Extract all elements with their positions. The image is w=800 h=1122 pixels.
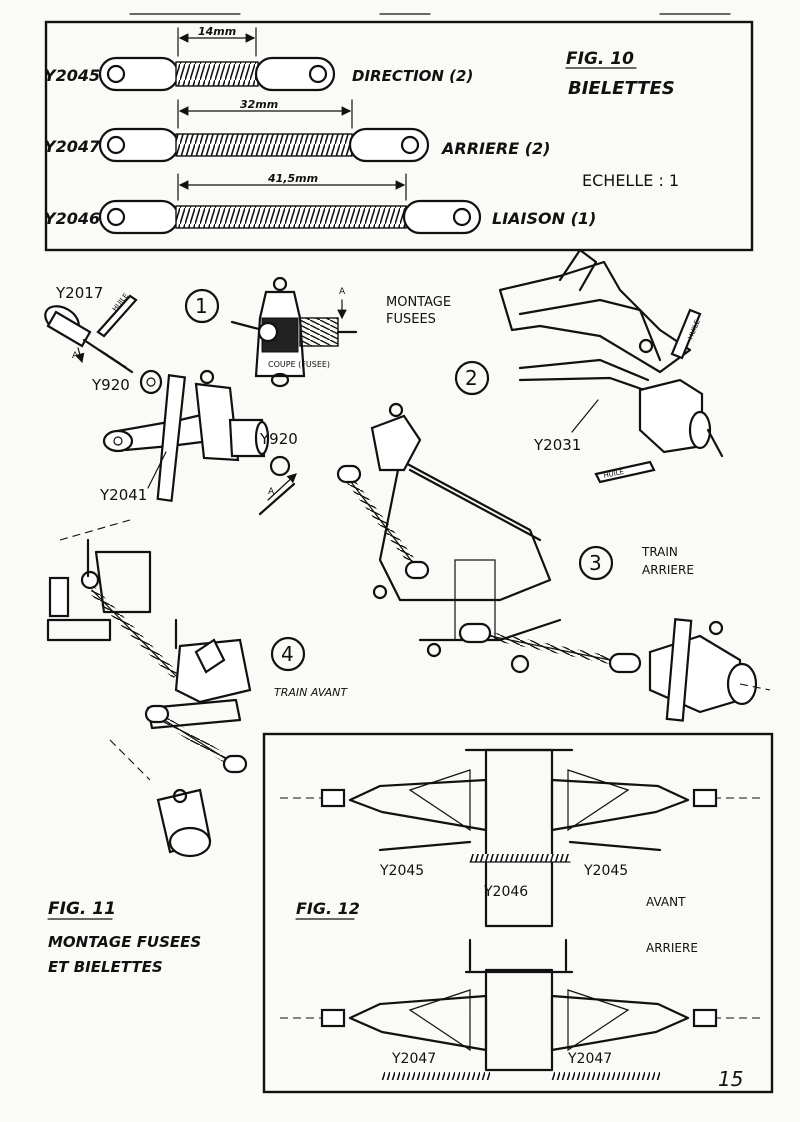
- step-4-marker: [270, 636, 306, 672]
- coupe-label: COUPE (FUSEE): [268, 360, 330, 369]
- link-dim-3: 41,5mm: [267, 172, 318, 185]
- page-number: 15: [718, 1067, 743, 1091]
- link-liaison: [98, 173, 482, 235]
- pivot-pin-drawing: [44, 294, 138, 374]
- link-arriere: [98, 99, 430, 163]
- train-avant: TRAIN AVANT: [274, 686, 348, 699]
- arrow-label-3: A: [268, 487, 275, 497]
- montage-label-2: FUSEES: [386, 312, 436, 327]
- fig11-caption-2: ET BIELETTES: [48, 958, 163, 976]
- fig12-label-front-left: Y2045: [379, 863, 424, 879]
- part-label-y2017: Y2017: [55, 284, 103, 302]
- fig10-scale: ECHELLE : 1: [582, 171, 679, 190]
- fig12-label-front-center: Y2046: [483, 884, 528, 900]
- part-label-y2031: Y2031: [533, 436, 581, 454]
- link-dim-1: 14mm: [198, 25, 236, 38]
- step-1-marker: [184, 288, 220, 324]
- montage-label-1: MONTAGE: [386, 295, 451, 310]
- link-ref-1: Y2045: [44, 66, 100, 85]
- fig10-subtitle: BIELETTES: [568, 78, 675, 99]
- fig12-label-rear-right: Y2047: [567, 1051, 612, 1067]
- link-direction: [98, 27, 336, 92]
- arrow-label-1: A: [72, 351, 79, 361]
- rear-arm-assembly: [498, 248, 724, 484]
- step-3-label: 3: [589, 551, 602, 575]
- chassis-rear-view: [280, 938, 760, 1080]
- arrow-label-2: A: [339, 287, 346, 297]
- link-dim-2: 32mm: [240, 98, 278, 111]
- part-label-y920-b: Y920: [259, 430, 298, 448]
- train-arriere-2: ARRIERE: [642, 563, 694, 577]
- fig12-label-rear-left: Y2047: [391, 1051, 436, 1067]
- fig11-title: FIG. 11: [48, 899, 116, 919]
- fig12-arriere: ARRIERE: [646, 941, 698, 955]
- fig12-title: FIG. 12: [296, 899, 360, 918]
- part-label-y920-a: Y920: [91, 376, 130, 394]
- train-arriere-1: TRAIN: [641, 545, 678, 559]
- washer-drawing-2: [269, 455, 291, 477]
- rear-train-assembly: [336, 402, 771, 722]
- front-train-assembly: [46, 519, 252, 858]
- link-name-3: LIAISON (1): [492, 209, 596, 228]
- step-3-marker: [578, 545, 614, 581]
- washer-drawing-1: [139, 369, 163, 395]
- coupe-detail: [230, 276, 358, 388]
- link-name-2: ARRIERE (2): [440, 139, 550, 158]
- knuckle-y2041: [102, 369, 270, 503]
- chassis-front-view: [280, 748, 760, 928]
- fig11-caption-1: MONTAGE FUSEES: [48, 933, 201, 951]
- step-1-label: 1: [195, 294, 208, 318]
- fig12-frame: [262, 732, 774, 1094]
- step-2-label: 2: [465, 366, 478, 390]
- fig10-title: FIG. 10: [566, 49, 634, 69]
- link-ref-3: Y2046: [44, 209, 100, 228]
- fig12-avant: AVANT: [646, 895, 686, 909]
- fig10-frame: [44, 20, 754, 252]
- step-2-marker: [454, 360, 490, 396]
- link-name-1: DIRECTION (2): [352, 67, 473, 85]
- step-4-label: 4: [281, 642, 294, 666]
- fig12-label-front-right: Y2045: [583, 863, 628, 879]
- link-ref-2: Y2047: [44, 137, 101, 156]
- part-label-y2041: Y2041: [99, 486, 147, 504]
